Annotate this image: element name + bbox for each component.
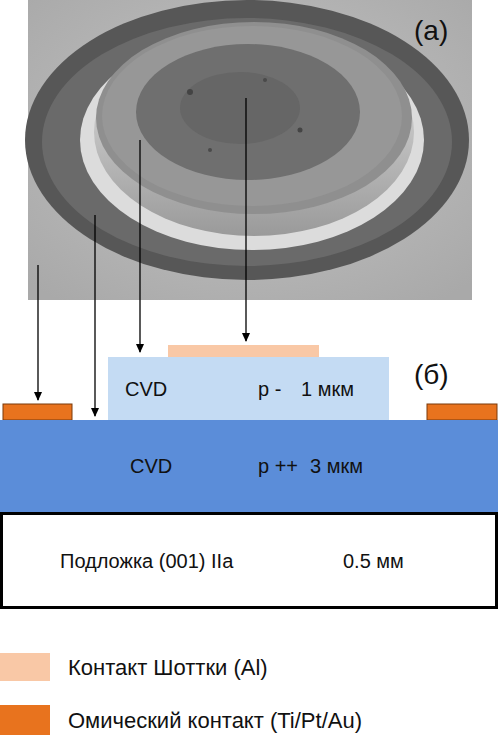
- layer-label: 0.5 мм: [343, 550, 404, 572]
- legend-text: Контакт Шоттки (Al): [68, 656, 268, 680]
- layer-label: Подложка (001) IIa: [60, 550, 233, 572]
- layer-label: 3 мкм: [310, 455, 363, 477]
- doped-layer: CVD p ++ 3 мкм: [0, 420, 498, 512]
- mesa-layer: CVD p - 1 мкм: [108, 357, 389, 420]
- substrate: Подложка (001) IIa 0.5 мм: [0, 512, 498, 609]
- layer-label: CVD: [130, 455, 172, 477]
- panel-letter: (а): [414, 16, 448, 47]
- layer-label: p ++: [258, 455, 298, 477]
- legend-swatch: [0, 653, 50, 681]
- legend-text: Омический контакт (Ti/Pt/Au): [68, 709, 362, 733]
- legend-swatch: [0, 705, 50, 735]
- layer-label: CVD: [125, 378, 167, 400]
- layer-label: 1 мкм: [301, 378, 354, 400]
- panel-letter: (б): [414, 360, 449, 391]
- layer-label: p -: [258, 378, 281, 400]
